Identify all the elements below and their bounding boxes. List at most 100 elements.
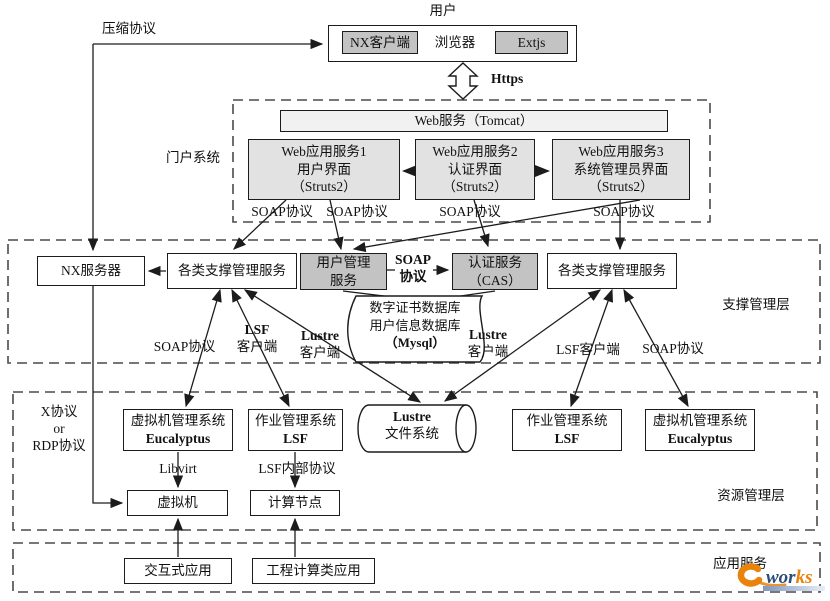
extjs-label: Extjs [517, 34, 546, 50]
arrow-mgmtL-vmmgmt [184, 288, 222, 408]
soap-label-4: SOAP协议 [593, 204, 655, 219]
left-lsf-line2: 客户端 [236, 338, 278, 354]
soap-mid-label: SOAP 协议 [392, 252, 434, 286]
right-lustre-client-label: Lustre 客户端 [461, 327, 515, 361]
portal-layer-frame [232, 99, 711, 223]
rdp-protocol-line: RDP协议 [32, 437, 86, 453]
eworks-logo-swoosh-icon [737, 563, 763, 587]
job-mgmt-right-line2: LSF [554, 431, 580, 446]
eworks-logo: works [733, 560, 830, 596]
user-mgmt-box: 用户管理 服务 [300, 253, 387, 290]
web-app2-line2: 认证界面 [448, 161, 502, 177]
job-mgmt-right-box: 作业管理系统 LSF [512, 409, 622, 451]
left-lsf-client-label: LSF 客户端 [231, 322, 283, 356]
left-lsf-line1: LSF [244, 322, 270, 337]
libvirt-label: Libvirt [159, 461, 197, 476]
mgmt-service-right-box: 各类支撑管理服务 [547, 253, 677, 289]
vm-mgmt-left-box: 虚拟机管理系统 Eucalyptus [123, 409, 233, 451]
vm-box: 虚拟机 [127, 490, 228, 516]
lustre-fs-text: Lustre 文件系统 [362, 409, 462, 443]
web-app3-line1: Web应用服务3 [578, 144, 664, 160]
left-soap-label: SOAP协议 [153, 339, 216, 354]
web-app2-line3: （Struts2） [442, 179, 508, 195]
nx-client-label: NX客户端 [350, 34, 410, 50]
arrow-app3-to-usermgmt [352, 199, 641, 253]
arrow-app2-to-cas [473, 199, 490, 248]
vm-mgmt-left-line2: Eucalyptus [145, 431, 211, 446]
support-layer-label: 支撑管理层 [722, 297, 790, 312]
tomcat-box: Web服务（Tomcat） [280, 110, 668, 132]
job-mgmt-left-line1: 作业管理系统 [255, 413, 336, 429]
x-rdp-protocol-label: X协议 or RDP协议 [22, 404, 96, 455]
lustre-cylinder-shape [357, 404, 477, 453]
arrow-mgmtR-vmmgmt [623, 288, 689, 408]
arrows [87, 38, 641, 557]
vm-mgmt-right-box: 虚拟机管理系统 Eucalyptus [645, 409, 755, 451]
nx-client-box: NX客户端 [342, 31, 418, 54]
user-mgmt-line2: 服务 [330, 272, 357, 288]
extjs-box: Extjs [495, 31, 568, 54]
vm-mgmt-right-line2: Eucalyptus [667, 431, 733, 446]
web-app1-line2: 用户界面 [297, 161, 351, 177]
soap-mid-line1: SOAP [394, 252, 431, 267]
web-app3-line3: （Struts2） [588, 179, 654, 195]
web-app1-box: Web应用服务1 用户界面 （Struts2） [248, 139, 400, 200]
x-protocol-line: X协议 [40, 404, 78, 419]
job-mgmt-left-line2: LSF [283, 431, 308, 446]
compute-node-label: 计算节点 [268, 495, 322, 511]
or-line: or [53, 420, 65, 436]
compute-node-box: 计算节点 [250, 490, 340, 516]
https-label: Https [491, 71, 524, 86]
web-app1-line3: （Struts2） [291, 179, 357, 195]
soap-mid-line2: 协议 [399, 268, 427, 284]
right-soap-label: SOAP协议 [642, 341, 704, 356]
web-app2-line1: Web应用服务2 [432, 144, 518, 160]
support-layer-frame [7, 239, 821, 364]
job-mgmt-left-box: 作业管理系统 LSF [248, 409, 343, 451]
database-line1: 数字证书数据库 [369, 300, 461, 315]
mgmt-service-left-box: 各类支撑管理服务 [167, 253, 297, 289]
arrow-mgmtR-jobmgmt [569, 288, 614, 408]
https-double-arrow-icon [447, 62, 479, 100]
vm-label: 虚拟机 [157, 495, 198, 511]
nx-server-label: NX服务器 [61, 263, 121, 279]
arrow-mgmtL-lustre [243, 289, 422, 403]
compress-protocol-label: 压缩协议 [102, 21, 156, 36]
web-app2-box: Web应用服务2 认证界面 （Struts2） [415, 139, 535, 200]
arrow-app1-to-mgmt-left [233, 199, 287, 250]
eworks-logo-underline [763, 586, 825, 591]
lsf-internal-label: LSF内部协议 [258, 461, 336, 476]
web-app3-line2: 系统管理员界面 [573, 161, 669, 177]
resource-layer-label: 资源管理层 [717, 488, 785, 503]
cas-line1: 认证服务 [468, 254, 522, 270]
mgmt-service-left-label: 各类支撑管理服务 [178, 263, 286, 279]
eworks-logo-text: works [766, 567, 812, 588]
lustre-fs-line1: Lustre [392, 409, 431, 424]
arrow-app1-to-usermgmt [329, 199, 344, 251]
web-app3-box: Web应用服务3 系统管理员界面 （Struts2） [552, 139, 690, 200]
right-lsf-client-label: LSF客户端 [556, 342, 620, 357]
cas-line2: （CAS） [468, 272, 522, 288]
mgmt-service-right-label: 各类支撑管理服务 [558, 263, 666, 279]
database-shape [347, 295, 485, 363]
nx-server-box: NX服务器 [37, 256, 145, 286]
lustre-fs-line2: 文件系统 [385, 425, 439, 441]
right-lustre-line2: 客户端 [467, 343, 509, 359]
engineering-app-label: 工程计算类应用 [266, 563, 361, 579]
application-layer-frame [12, 542, 821, 593]
database-line2: 用户信息数据库 [369, 317, 461, 333]
database-line3: （Mysql） [384, 335, 446, 351]
vm-mgmt-right-line1: 虚拟机管理系统 [652, 413, 748, 429]
interactive-app-box: 交互式应用 [124, 558, 232, 584]
job-mgmt-right-line1: 作业管理系统 [526, 413, 608, 429]
left-lustre-line2: 客户端 [299, 344, 341, 360]
browser-label: 浏览器 [434, 35, 476, 50]
arrow-nxserver-to-vm [92, 286, 124, 509]
portal-layer-label: 门户系统 [166, 150, 220, 165]
fan-arrows [184, 288, 689, 408]
user-mgmt-line1: 用户管理 [316, 254, 371, 270]
soap-label-2: SOAP协议 [326, 204, 388, 219]
left-lustre-line1: Lustre [300, 328, 339, 343]
right-lustre-line1: Lustre [468, 327, 507, 342]
user-title: 用户 [429, 3, 457, 18]
